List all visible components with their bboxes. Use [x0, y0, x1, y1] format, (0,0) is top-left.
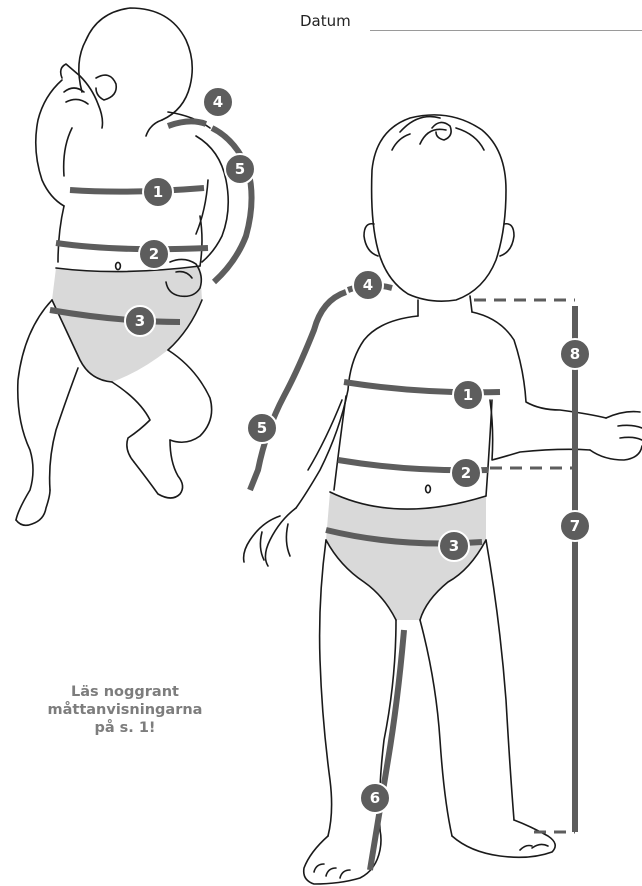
child-marker-6: 6	[360, 783, 390, 813]
svg-text:2: 2	[461, 464, 471, 482]
baby-shoulder-band	[168, 121, 206, 126]
instruction-note: Läs noggrant måttanvisningarna på s. 1!	[18, 683, 232, 737]
baby-marker-3: 3	[125, 306, 155, 336]
svg-text:3: 3	[135, 312, 145, 330]
svg-text:6: 6	[370, 789, 380, 807]
svg-text:5: 5	[257, 419, 267, 437]
child-marker-7: 7	[560, 511, 590, 541]
baby-chest-band	[70, 188, 204, 192]
child-marker-8: 8	[560, 339, 590, 369]
child-marker-3: 3	[439, 531, 469, 561]
svg-text:2: 2	[149, 245, 159, 263]
svg-text:5: 5	[235, 160, 245, 178]
svg-text:3: 3	[449, 537, 459, 555]
note-line-2: måttanvisningarna	[18, 701, 232, 719]
baby-head	[86, 8, 192, 120]
child-marker-1: 1	[453, 380, 483, 410]
note-line-3: på s. 1!	[18, 719, 232, 737]
svg-text:1: 1	[153, 183, 163, 201]
child-marker-4: 4	[353, 270, 383, 300]
baby-figure	[16, 8, 228, 525]
child-figure	[244, 115, 642, 884]
svg-text:8: 8	[570, 345, 580, 363]
child-inseam-band	[370, 630, 404, 870]
svg-text:4: 4	[363, 276, 373, 294]
child-marker-5: 5	[247, 413, 277, 443]
note-line-1: Läs noggrant	[18, 683, 232, 701]
child-arm-band	[250, 292, 346, 490]
svg-text:1: 1	[463, 386, 473, 404]
baby-waist-band	[56, 243, 208, 249]
baby-arm-band	[212, 128, 252, 282]
baby-marker-2: 2	[139, 239, 169, 269]
baby-marker-5: 5	[225, 154, 255, 184]
svg-text:4: 4	[213, 93, 223, 111]
baby-marker-4: 4	[203, 87, 233, 117]
svg-text:7: 7	[570, 517, 580, 535]
child-head	[372, 115, 506, 301]
baby-marker-1: 1	[143, 177, 173, 207]
child-marker-2: 2	[451, 458, 481, 488]
